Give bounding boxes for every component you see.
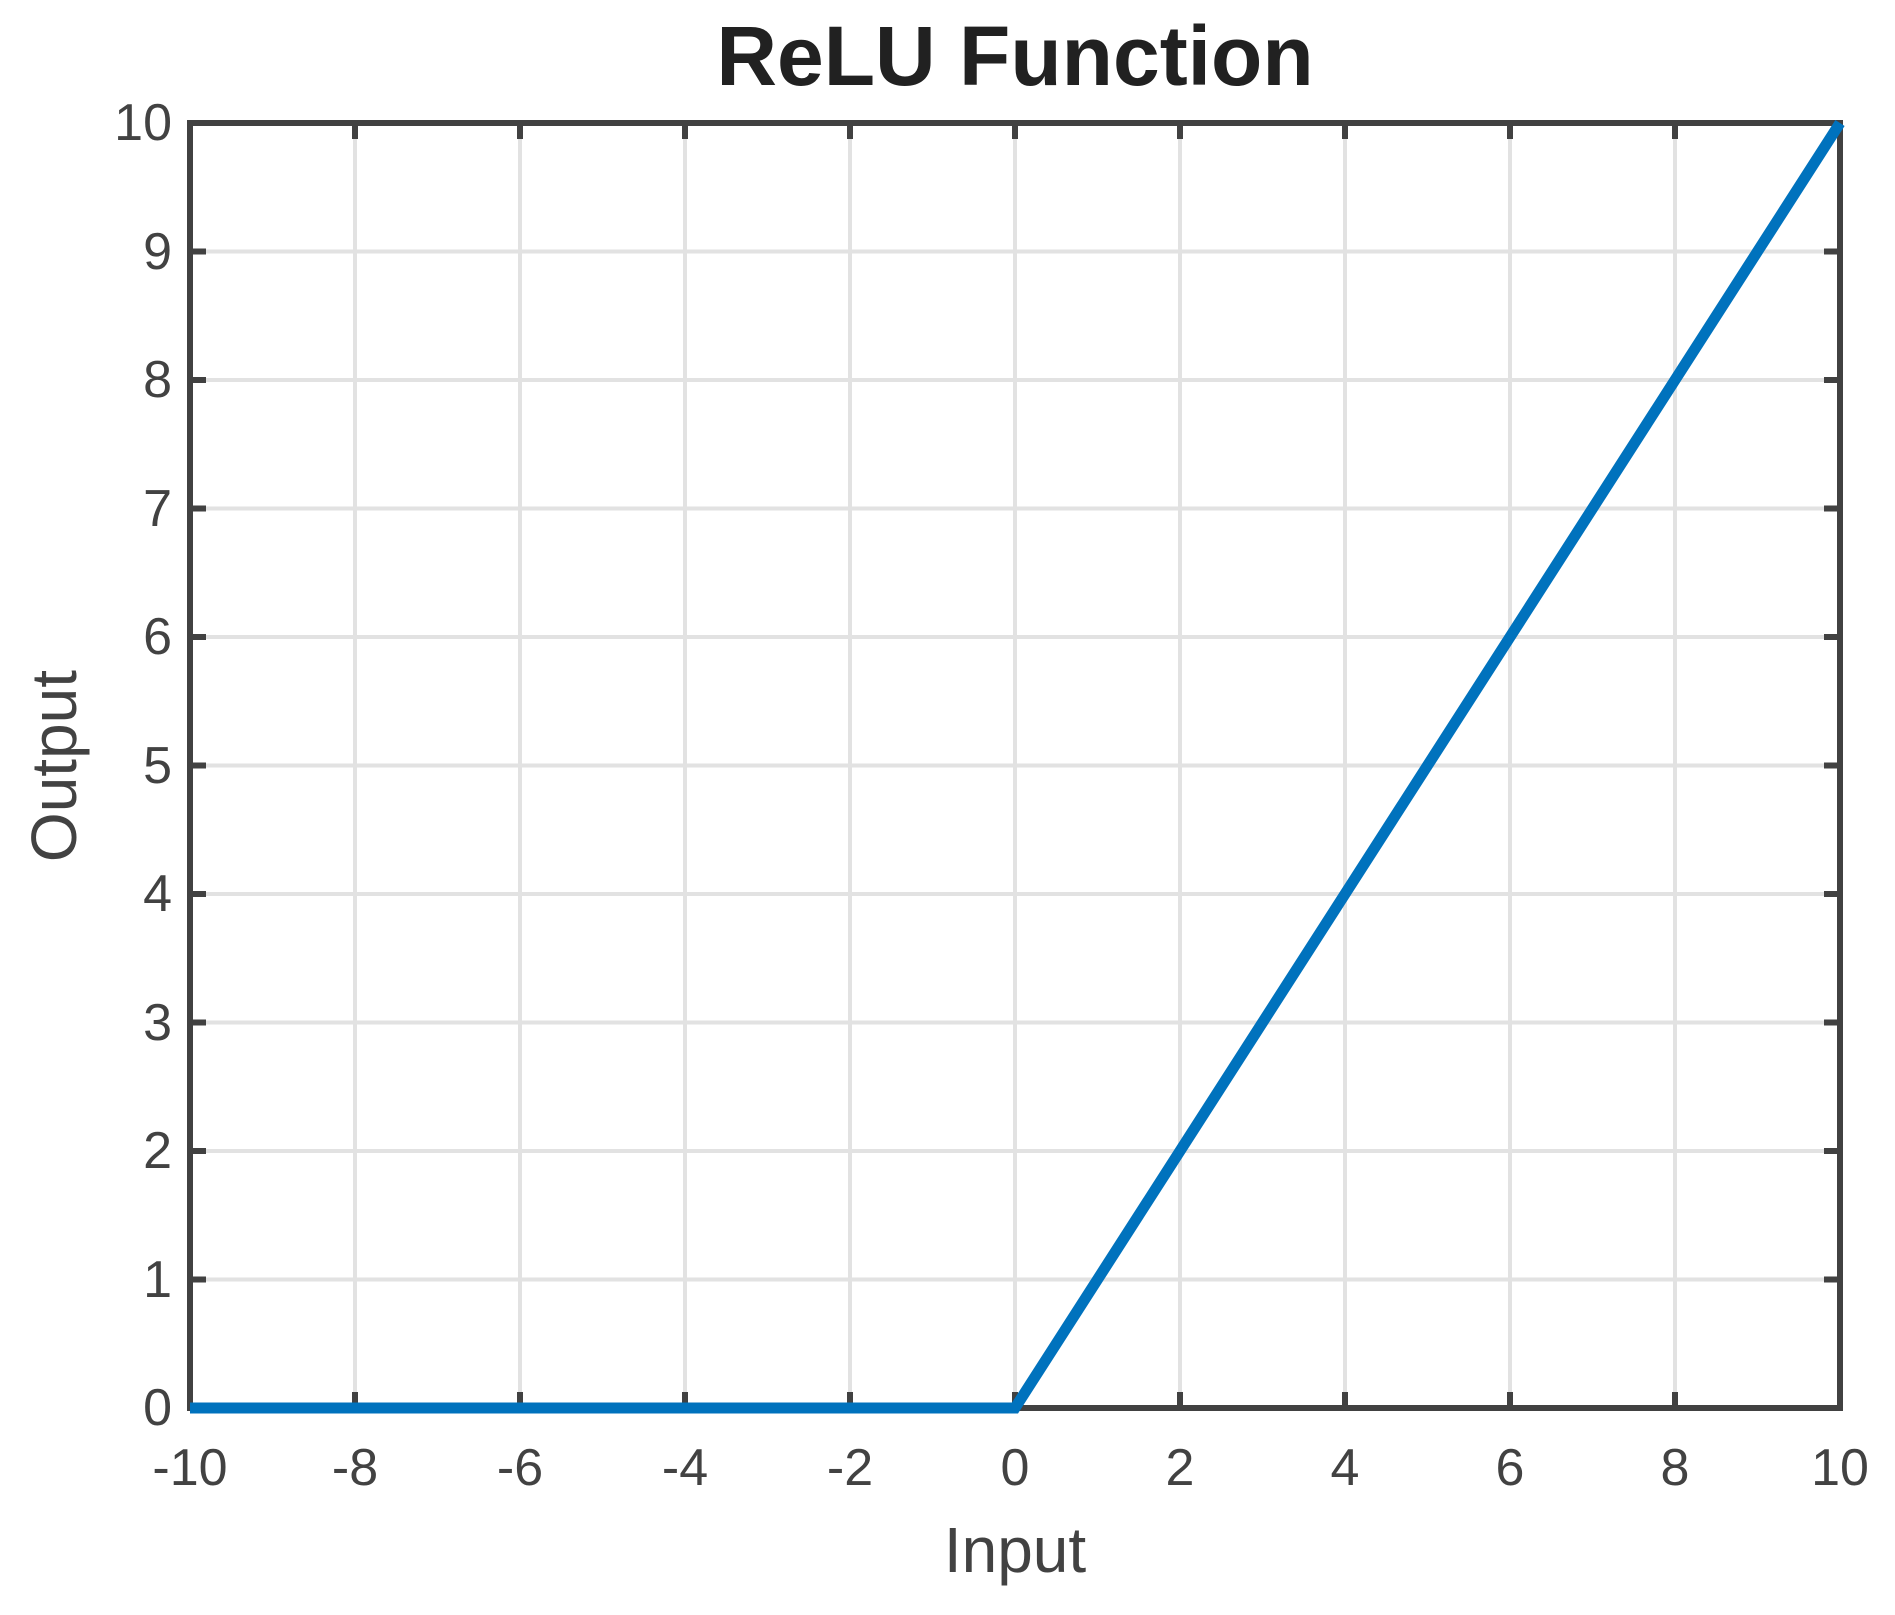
y-tick-label: 4: [143, 865, 172, 923]
y-axis-label: Output: [18, 669, 90, 863]
y-tick-label: 5: [143, 736, 172, 795]
x-tick-label: 8: [1660, 1439, 1690, 1497]
x-tick-label: -10: [152, 1439, 228, 1497]
x-tick-label: 4: [1330, 1439, 1360, 1497]
x-tick-label: 6: [1495, 1439, 1525, 1497]
x-tick-label: -8: [331, 1439, 379, 1497]
x-tick-label: -4: [661, 1439, 709, 1497]
y-tick-label: 1: [143, 1250, 172, 1309]
x-tick-label: 0: [1000, 1439, 1030, 1497]
y-tick-label: 2: [143, 1122, 172, 1180]
plot-area: [187, 120, 1845, 1414]
series-line-relu: [190, 120, 1845, 1414]
x-tick-label: 10: [1811, 1439, 1869, 1497]
y-tick-label: 6: [143, 608, 172, 666]
y-tick-label: 9: [143, 222, 172, 281]
x-axis-label: Input: [943, 1514, 1087, 1586]
y-tick-label: 3: [143, 993, 172, 1052]
chart-title: ReLU Function: [716, 9, 1314, 103]
x-tick-label: -2: [826, 1439, 874, 1497]
x-tick-label: -6: [496, 1439, 544, 1497]
y-tick-label: 0: [143, 1379, 172, 1437]
y-tick-label: 8: [143, 351, 172, 409]
x-tick-label: 2: [1165, 1439, 1195, 1497]
y-tick-label: 7: [143, 479, 172, 538]
plot-svg: [187, 120, 1845, 1414]
y-tick-label: 10: [114, 94, 172, 152]
